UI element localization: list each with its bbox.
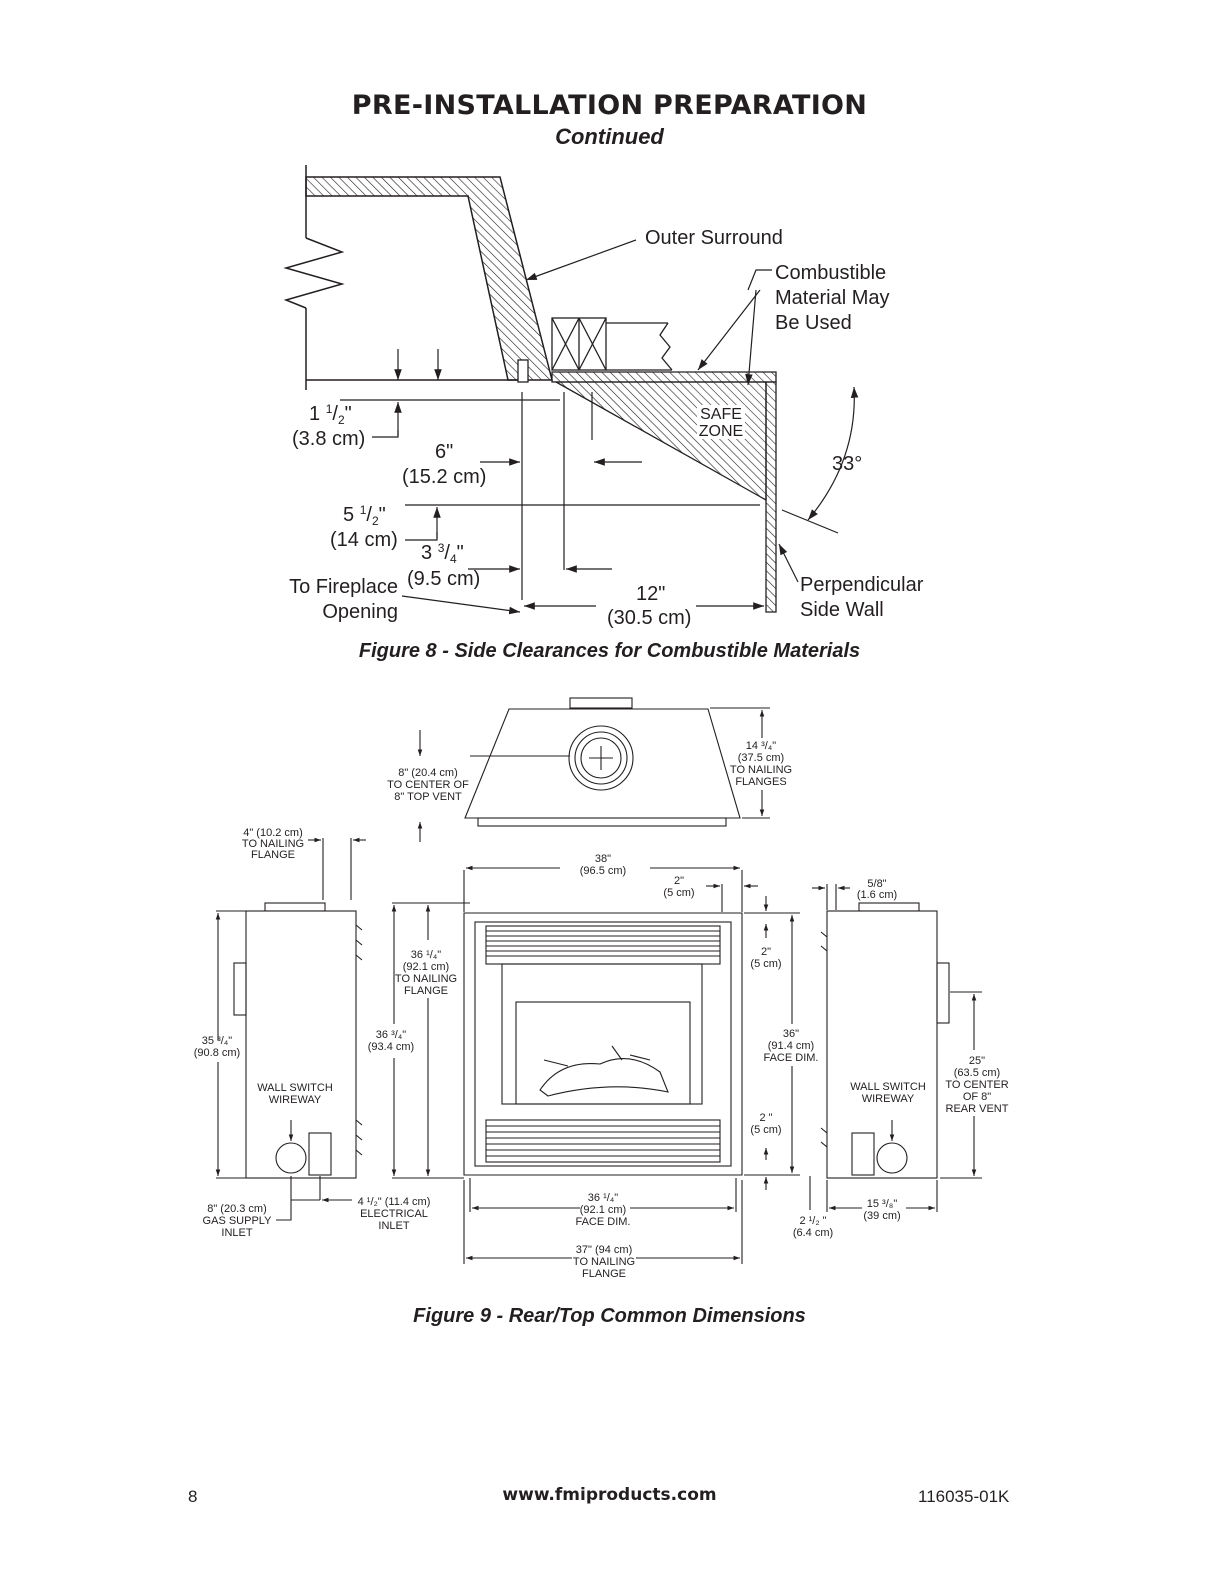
label-wall-switch-right-1: WALL SWITCH bbox=[850, 1081, 926, 1093]
dim-5-half-in: 5 1/2" bbox=[343, 503, 386, 528]
dim-25-2: (63.5 cm) bbox=[954, 1067, 1000, 1079]
framing-studs bbox=[551, 317, 673, 371]
outer-surround bbox=[305, 176, 553, 381]
dim-2a-1: 2" bbox=[674, 875, 684, 887]
dim-elec-2: ELECTRICAL bbox=[360, 1208, 428, 1220]
dim-face-width-2: (92.1 cm) bbox=[580, 1204, 626, 1216]
label-to-fireplace: To Fireplace bbox=[289, 576, 398, 598]
label-wall-switch-left-1: WALL SWITCH bbox=[257, 1082, 333, 1094]
label-combustible-2: Material May bbox=[775, 287, 889, 309]
dim-flange-height-4: FLANGES bbox=[735, 776, 786, 788]
combustible-strip bbox=[551, 371, 777, 383]
dim-2c-1: 2 " bbox=[759, 1112, 772, 1124]
dim-3-3-4-cm: (9.5 cm) bbox=[407, 568, 480, 590]
label-wall-switch-left-2: WIREWAY bbox=[269, 1094, 322, 1106]
dim-36-3-4-2: (93.4 cm) bbox=[368, 1041, 414, 1053]
dim-36-1-4-1: 36 ¹/₄" bbox=[411, 949, 442, 961]
figure-9-caption: Figure 9 - Rear/Top Common Dimensions bbox=[413, 1305, 806, 1327]
dim-37-2: TO NAILING bbox=[573, 1256, 635, 1268]
dim-2c-2: (5 cm) bbox=[750, 1124, 781, 1136]
page-title: PRE-INSTALLATION PREPARATION bbox=[351, 90, 868, 121]
dim-37-1: 37" (94 cm) bbox=[576, 1244, 632, 1256]
dim-36-3: FACE DIM. bbox=[763, 1052, 818, 1064]
dim-25-4: OF 8" bbox=[963, 1091, 991, 1103]
figure-8-caption: Figure 8 - Side Clearances for Combustib… bbox=[358, 640, 861, 662]
dim-36-1-4-4: FLANGE bbox=[404, 985, 448, 997]
safe-zone bbox=[553, 381, 767, 502]
dim-gas-3: INLET bbox=[221, 1227, 252, 1239]
dim-top-vent-1: 8" (20.4 cm) bbox=[398, 767, 458, 779]
dim-elec-3: INLET bbox=[378, 1220, 409, 1232]
dim-2b-1: 2" bbox=[761, 946, 771, 958]
dim-5-half-cm: (14 cm) bbox=[330, 529, 398, 551]
figure-9-diagram bbox=[215, 697, 982, 1264]
dim-15-3-8-2: (39 cm) bbox=[863, 1210, 900, 1222]
page-number: 8 bbox=[188, 1487, 198, 1506]
dim-1-half-cm: (3.8 cm) bbox=[292, 428, 365, 450]
dim-5-8-1: 5/8" bbox=[867, 878, 886, 890]
dim-width-38-2: (96.5 cm) bbox=[580, 865, 626, 877]
label-angle: 33° bbox=[832, 453, 862, 475]
label-zone: ZONE bbox=[699, 423, 743, 440]
dim-36-3-4-1: 36 ³/₄" bbox=[376, 1029, 407, 1041]
dim-3-3-4-in: 3 3/4" bbox=[421, 541, 464, 566]
dim-5-8-2: (1.6 cm) bbox=[857, 889, 897, 901]
dim-25-3: TO CENTER bbox=[945, 1079, 1008, 1091]
dim-1-half-in: 1 1/2" bbox=[309, 402, 352, 427]
label-outer-surround: Outer Surround bbox=[645, 227, 783, 249]
document-number: 116035-01K bbox=[918, 1487, 1010, 1506]
label-safe: SAFE bbox=[700, 406, 742, 423]
dim-face-width-3: FACE DIM. bbox=[575, 1216, 630, 1228]
dim-2b-2: (5 cm) bbox=[750, 958, 781, 970]
label-opening: Opening bbox=[322, 601, 398, 623]
dim-face-width-1: 36 ¹/₄" bbox=[588, 1192, 619, 1204]
dim-nail-4-3: FLANGE bbox=[251, 849, 295, 861]
dim-35-3-4-1: 35 ³/₄" bbox=[202, 1035, 233, 1047]
dim-top-vent-3: 8" TOP VENT bbox=[394, 791, 462, 803]
label-wall-switch-right-2: WIREWAY bbox=[862, 1093, 915, 1105]
dim-36-2: (91.4 cm) bbox=[768, 1040, 814, 1052]
dim-6-in: 6" bbox=[435, 441, 453, 463]
dim-36-1-4-2: (92.1 cm) bbox=[403, 961, 449, 973]
dim-12-in: 12" bbox=[636, 583, 665, 605]
label-perpendicular: Perpendicular bbox=[800, 574, 924, 596]
dim-35-3-4-2: (90.8 cm) bbox=[194, 1047, 240, 1059]
dim-nail-4-1: 4" (10.2 cm) bbox=[243, 827, 303, 839]
dim-36-1: 36" bbox=[783, 1028, 799, 1040]
dim-2a-2: (5 cm) bbox=[663, 887, 694, 899]
page-subtitle: Continued bbox=[555, 124, 664, 149]
dim-36-1-4-3: TO NAILING bbox=[395, 973, 457, 985]
dim-37-3: FLANGE bbox=[582, 1268, 626, 1280]
dim-25-1: 25" bbox=[969, 1055, 985, 1067]
wall-break bbox=[283, 165, 345, 390]
dim-flange-height-2: (37.5 cm) bbox=[738, 752, 784, 764]
label-side-wall: Side Wall bbox=[800, 599, 884, 621]
dim-2-1-2-1: 2 ¹/₂ " bbox=[799, 1215, 826, 1227]
dim-gas-1: 8" (20.3 cm) bbox=[207, 1203, 267, 1215]
dim-elec-1: 4 ¹/₂" (11.4 cm) bbox=[358, 1196, 431, 1208]
dim-top-vent-2: TO CENTER OF bbox=[387, 779, 469, 791]
label-combustible-3: Be Used bbox=[775, 312, 852, 334]
dim-gas-2: GAS SUPPLY bbox=[203, 1215, 273, 1227]
label-combustible-1: Combustible bbox=[775, 262, 886, 284]
dim-6-cm: (15.2 cm) bbox=[402, 466, 486, 488]
dim-15-3-8-1: 15 ³/₈" bbox=[867, 1198, 898, 1210]
footer-url: www.fmiproducts.com bbox=[502, 1485, 717, 1505]
dim-flange-height-3: TO NAILING bbox=[730, 764, 792, 776]
dim-flange-height-1: 14 ³/₄" bbox=[746, 740, 777, 752]
dim-nail-4-2: TO NAILING bbox=[242, 838, 304, 850]
dim-2-1-2-2: (6.4 cm) bbox=[793, 1227, 833, 1239]
side-wall bbox=[765, 381, 777, 613]
dim-25-5: REAR VENT bbox=[946, 1103, 1009, 1115]
dim-width-38-1: 38" bbox=[595, 853, 611, 865]
dim-12-cm: (30.5 cm) bbox=[607, 607, 691, 629]
